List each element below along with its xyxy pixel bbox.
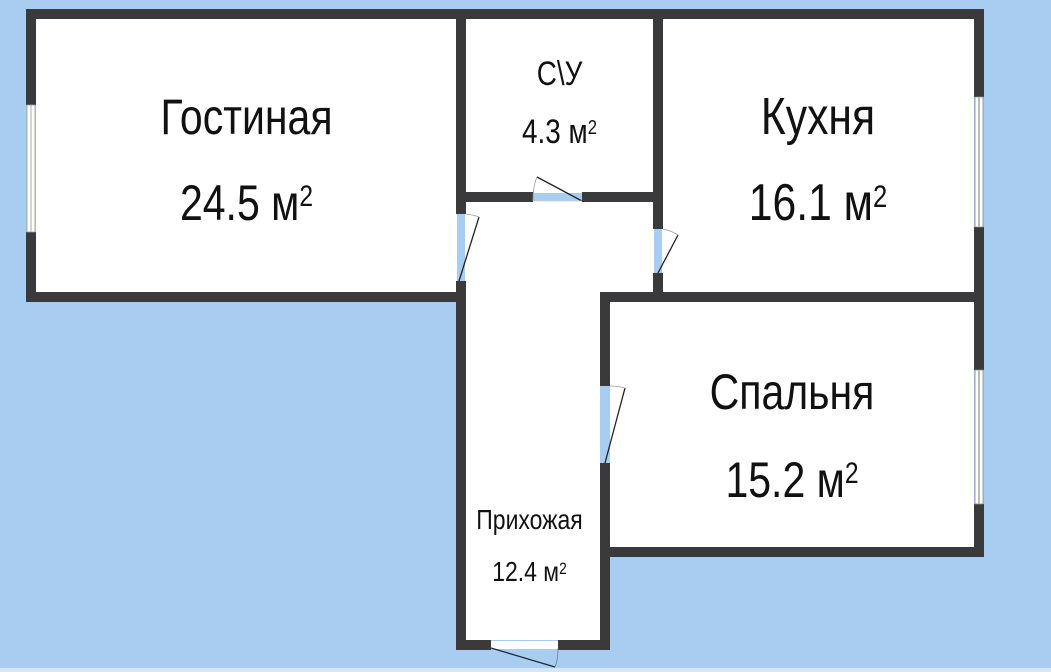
room-area: 12.4 м2 bbox=[492, 556, 567, 587]
bathroom-floor bbox=[465, 18, 654, 193]
wall-hallway-bottom-left bbox=[456, 640, 491, 650]
room-area: 16.1 м2 bbox=[748, 174, 888, 232]
room-name: С\У bbox=[536, 55, 583, 93]
bedroom-door-icon bbox=[604, 385, 626, 464]
entrance-door-icon bbox=[490, 641, 559, 668]
wall-living-right-upper bbox=[456, 9, 466, 214]
wall-right-top bbox=[974, 9, 984, 97]
wall-living-right-lower bbox=[456, 281, 466, 302]
bottom-edge bbox=[0, 668, 1051, 672]
wall-kitchen-left-upper bbox=[653, 9, 663, 229]
bedroom-floor bbox=[610, 302, 974, 548]
wall-hallway-bottom-right bbox=[558, 640, 610, 650]
wall-living-bottom bbox=[26, 292, 465, 302]
room-name: Гостиная bbox=[160, 89, 333, 145]
room-label-bedroom: Спальня 15.2 м2 bbox=[643, 360, 941, 512]
room-area: 4.3 м2 bbox=[522, 113, 597, 151]
kitchen-door-icon bbox=[657, 228, 679, 274]
wall-top bbox=[26, 9, 984, 19]
wall-bedroom-left-upper bbox=[600, 292, 610, 386]
room-name: Кухня bbox=[760, 88, 876, 146]
room-name: Спальня bbox=[709, 364, 875, 420]
wall-living-left-lower bbox=[26, 232, 36, 300]
wall-bathroom-bottom-right bbox=[582, 192, 662, 202]
room-label-bathroom: С\У 4.3 м2 bbox=[482, 52, 637, 154]
kitchen-right-window bbox=[974, 96, 984, 228]
bedroom-right-window bbox=[974, 369, 984, 505]
wall-bathroom-bottom-left bbox=[456, 192, 533, 202]
room-label-living: Гостиная 24.5 м2 bbox=[74, 84, 419, 236]
room-label-hallway: Прихожая 12.4 м2 bbox=[472, 502, 588, 590]
wall-right-bottom bbox=[974, 504, 984, 556]
hallway-floor bbox=[465, 201, 654, 293]
kitchen-floor bbox=[662, 18, 974, 292]
room-name: Прихожая bbox=[476, 504, 583, 535]
living-door-icon bbox=[458, 213, 480, 282]
wall-hallway-left bbox=[456, 292, 466, 649]
wall-kitchen-bottom bbox=[600, 292, 984, 302]
room-label-kitchen: Кухня 16.1 м2 bbox=[690, 84, 946, 236]
wall-living-left-upper bbox=[26, 9, 36, 105]
hallway-corridor-floor bbox=[465, 290, 600, 640]
room-area: 24.5 м2 bbox=[179, 175, 314, 231]
wall-kitchen-left-lower bbox=[653, 273, 663, 300]
room-area: 15.2 м2 bbox=[725, 452, 859, 508]
wall-right-mid bbox=[974, 227, 984, 370]
bathroom-door-icon bbox=[532, 176, 583, 202]
living-room-floor bbox=[36, 18, 457, 292]
wall-bedroom-bottom bbox=[600, 547, 984, 557]
living-left-window bbox=[26, 104, 36, 233]
